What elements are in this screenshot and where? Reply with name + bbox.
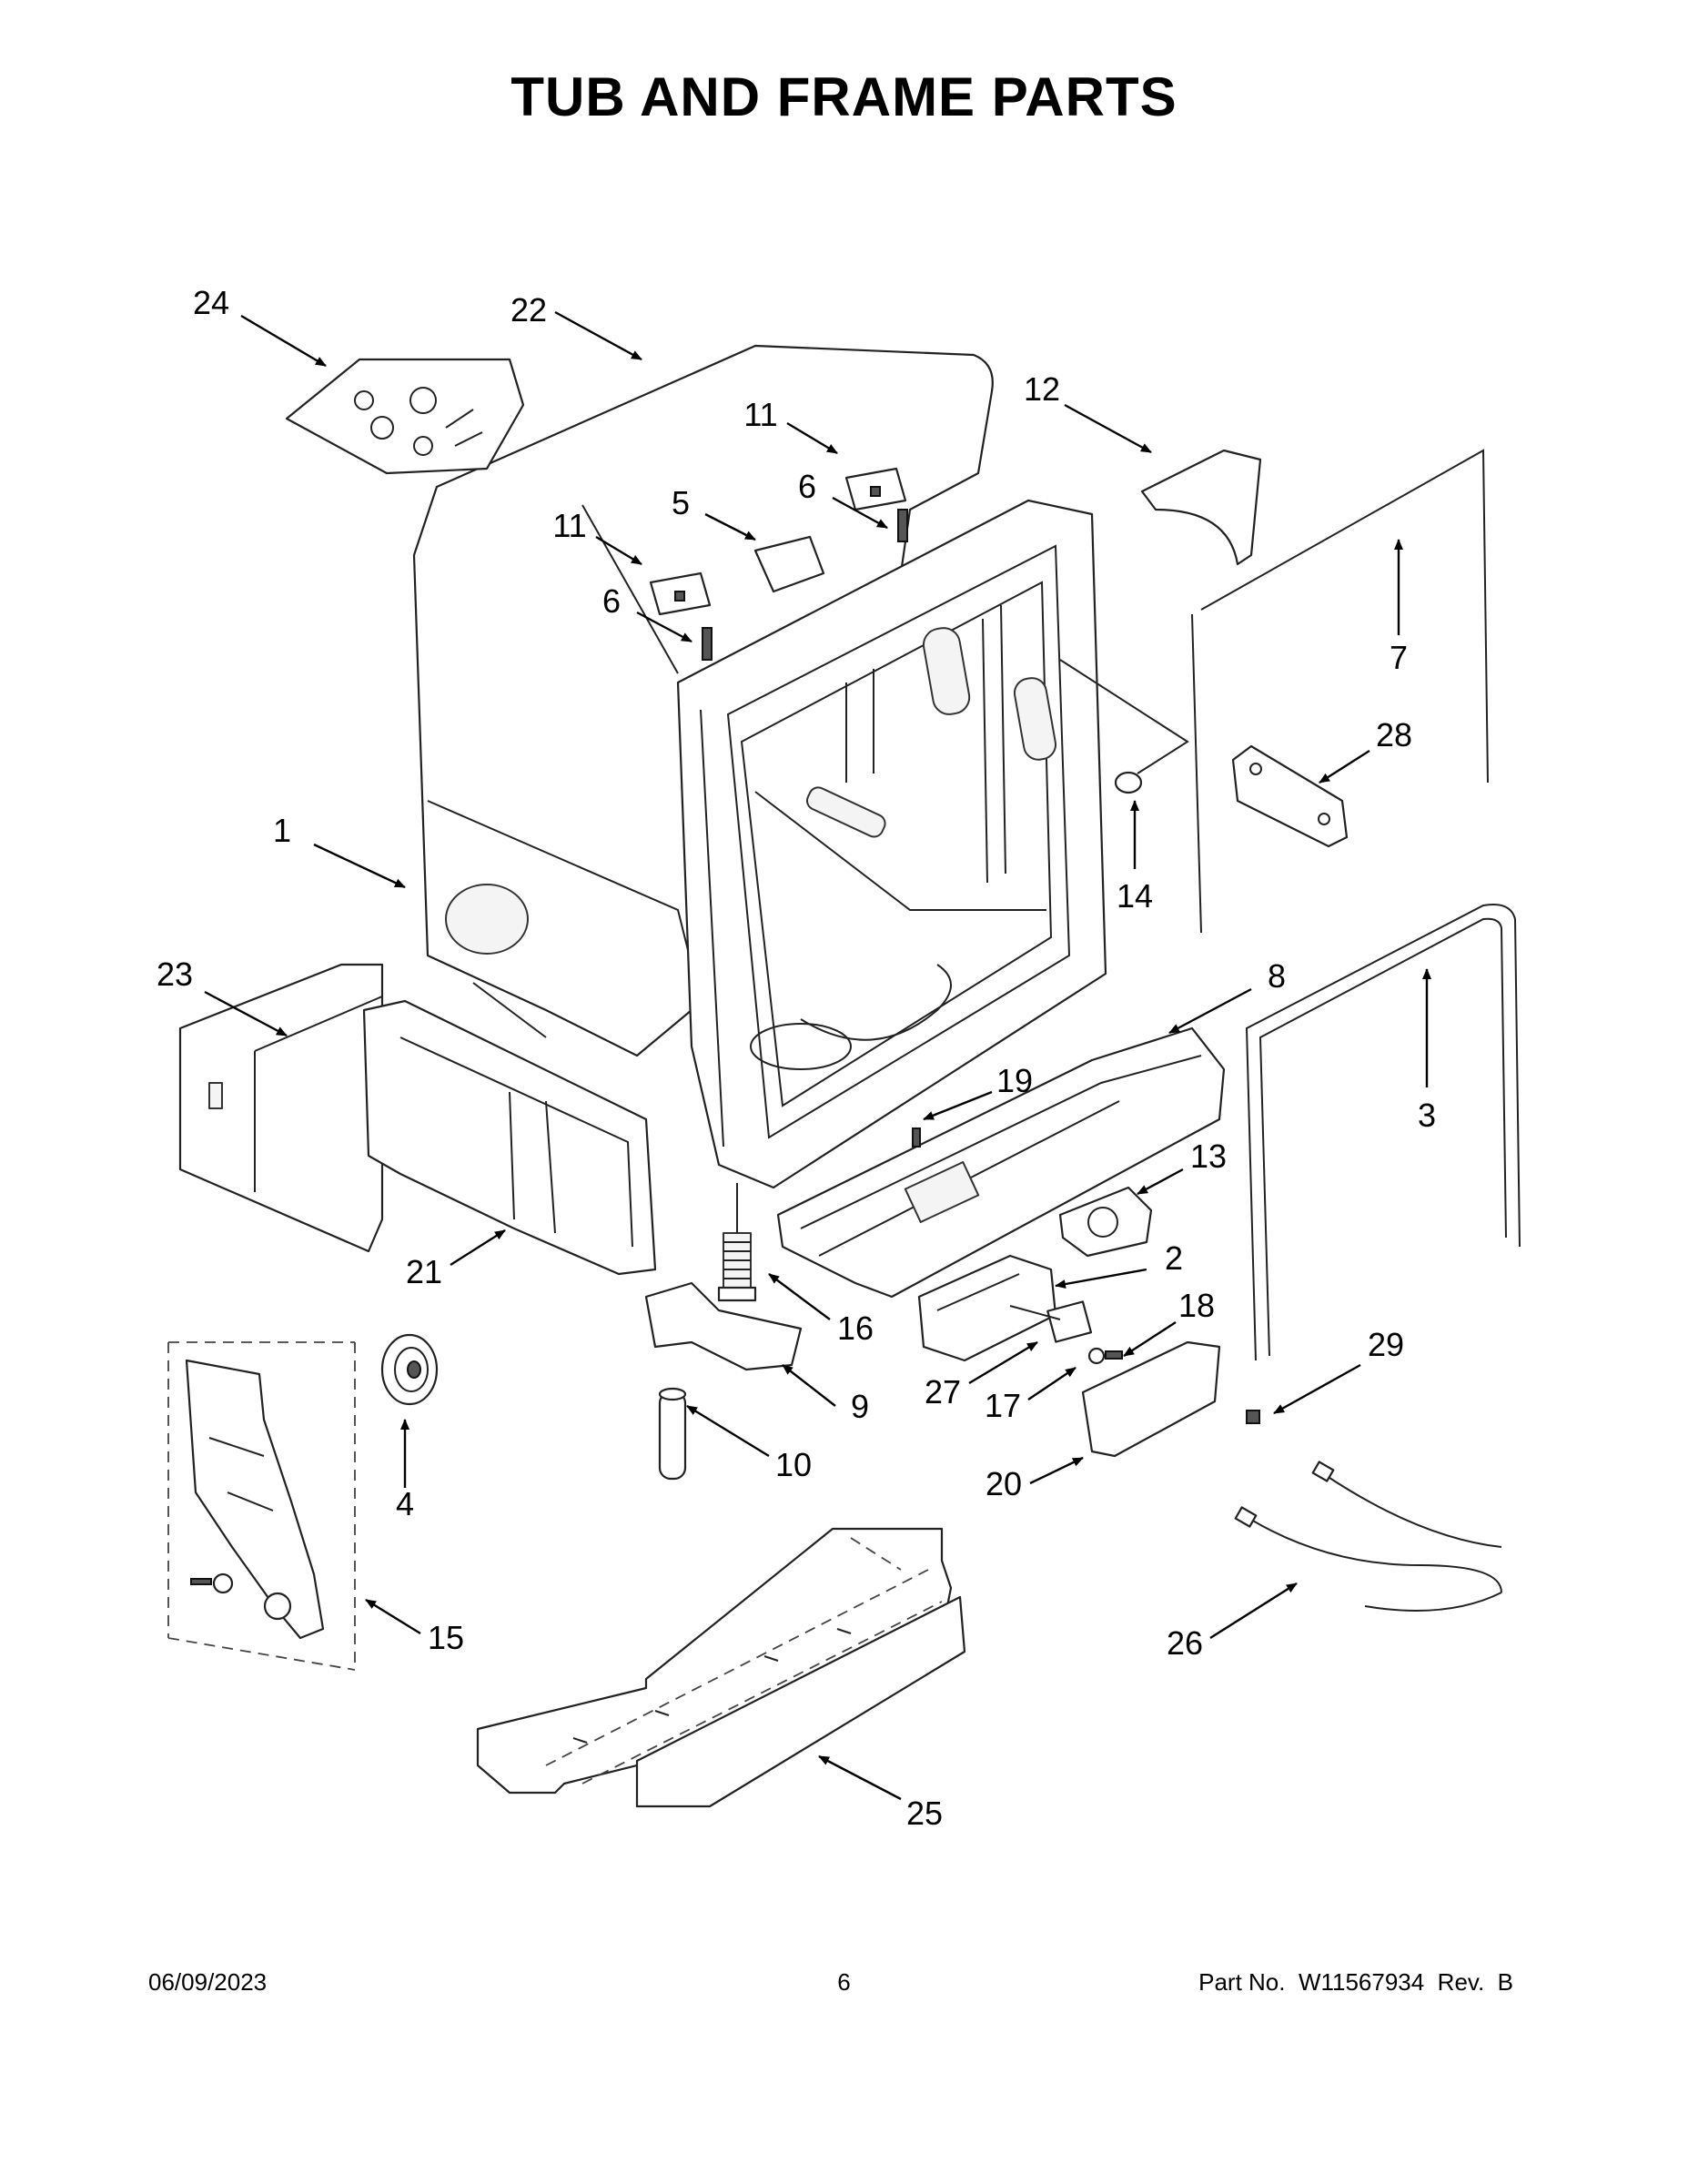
callout-label: 6 [798,468,816,505]
callout-label: 2 [1165,1239,1183,1277]
front-base-frame-part [362,999,657,1276]
float-housing-part [1058,1186,1153,1258]
hinge-screw-part [702,509,908,661]
rotary-wheel-part [380,1333,439,1406]
screw-part [912,1127,921,1148]
drain-tube-part [658,1387,687,1481]
upper-hinge-bracket-part [844,467,907,511]
plug-button-part [1059,659,1189,794]
callout-label: 14 [1117,877,1153,915]
callout-label: 17 [985,1387,1021,1424]
callout-label: 6 [602,582,621,620]
lower-door-gasket-part [1245,904,1521,1361]
callout-label: 8 [1268,957,1286,995]
leveling-leg-part [717,1183,757,1302]
callout-label: 16 [837,1309,874,1347]
callout-label: 12 [1024,370,1060,408]
callout-label: 5 [672,484,690,521]
callout-label: 21 [406,1253,442,1290]
callout-label: 27 [925,1373,961,1410]
toe-panel-part [178,963,384,1253]
insulation-pad-part [476,1527,966,1808]
leader-arrows [204,310,1431,1801]
footer-page-number: 6 [837,1968,851,1996]
latch-bracket-part [1231,744,1349,848]
corner-cover-part [1140,449,1262,566]
callout-label: 3 [1418,1097,1436,1134]
callout-label: 22 [510,291,547,329]
callout-labels: 1 2 3 4 5 6 6 7 8 9 10 11 11 12 13 14 15… [157,284,1436,1832]
footer-date: 06/09/2023 [148,1968,268,1996]
callout-label: 18 [1178,1287,1215,1324]
wire-harness-part [1234,1461,1502,1612]
top-mounting-bracket-part [753,535,825,593]
tub-assembly-part [676,499,1107,1189]
base-frame-part [776,1026,1226,1299]
lower-hinge-bracket-part [649,571,712,616]
side-frame-assembly-part [167,1341,356,1671]
callout-label: 1 [273,812,291,849]
callout-label: 4 [396,1485,414,1522]
callout-label: 15 [428,1619,464,1656]
hardware-bag-part [285,358,525,475]
callout-label: 9 [851,1388,869,1425]
callout-label: 23 [157,956,193,993]
callout-label: 29 [1368,1326,1404,1363]
callout-label: 20 [986,1465,1022,1502]
callout-label: 25 [906,1795,943,1832]
callout-label: 11 [743,396,777,433]
footer-part-number: Part No. W11567934 Rev. B [1198,1968,1513,1996]
junction-cover-part [1081,1340,1221,1458]
callout-label: 11 [552,507,586,544]
cover-screw-part [1246,1410,1260,1424]
door-gasket-part [1191,449,1489,934]
callout-label: 19 [996,1062,1033,1099]
toe-panel-bracket-part [917,1254,1057,1362]
page-title: TUB AND FRAME PARTS [510,66,1178,127]
callout-label: 10 [775,1446,812,1483]
callout-label: 24 [193,284,229,321]
callout-label: 28 [1376,716,1412,753]
junction-box-part [1009,1300,1093,1343]
callout-label: 26 [1167,1624,1203,1662]
callout-label: 7 [1390,639,1408,676]
fastener-screw-part [1087,1347,1123,1365]
callout-label: 13 [1190,1138,1227,1175]
